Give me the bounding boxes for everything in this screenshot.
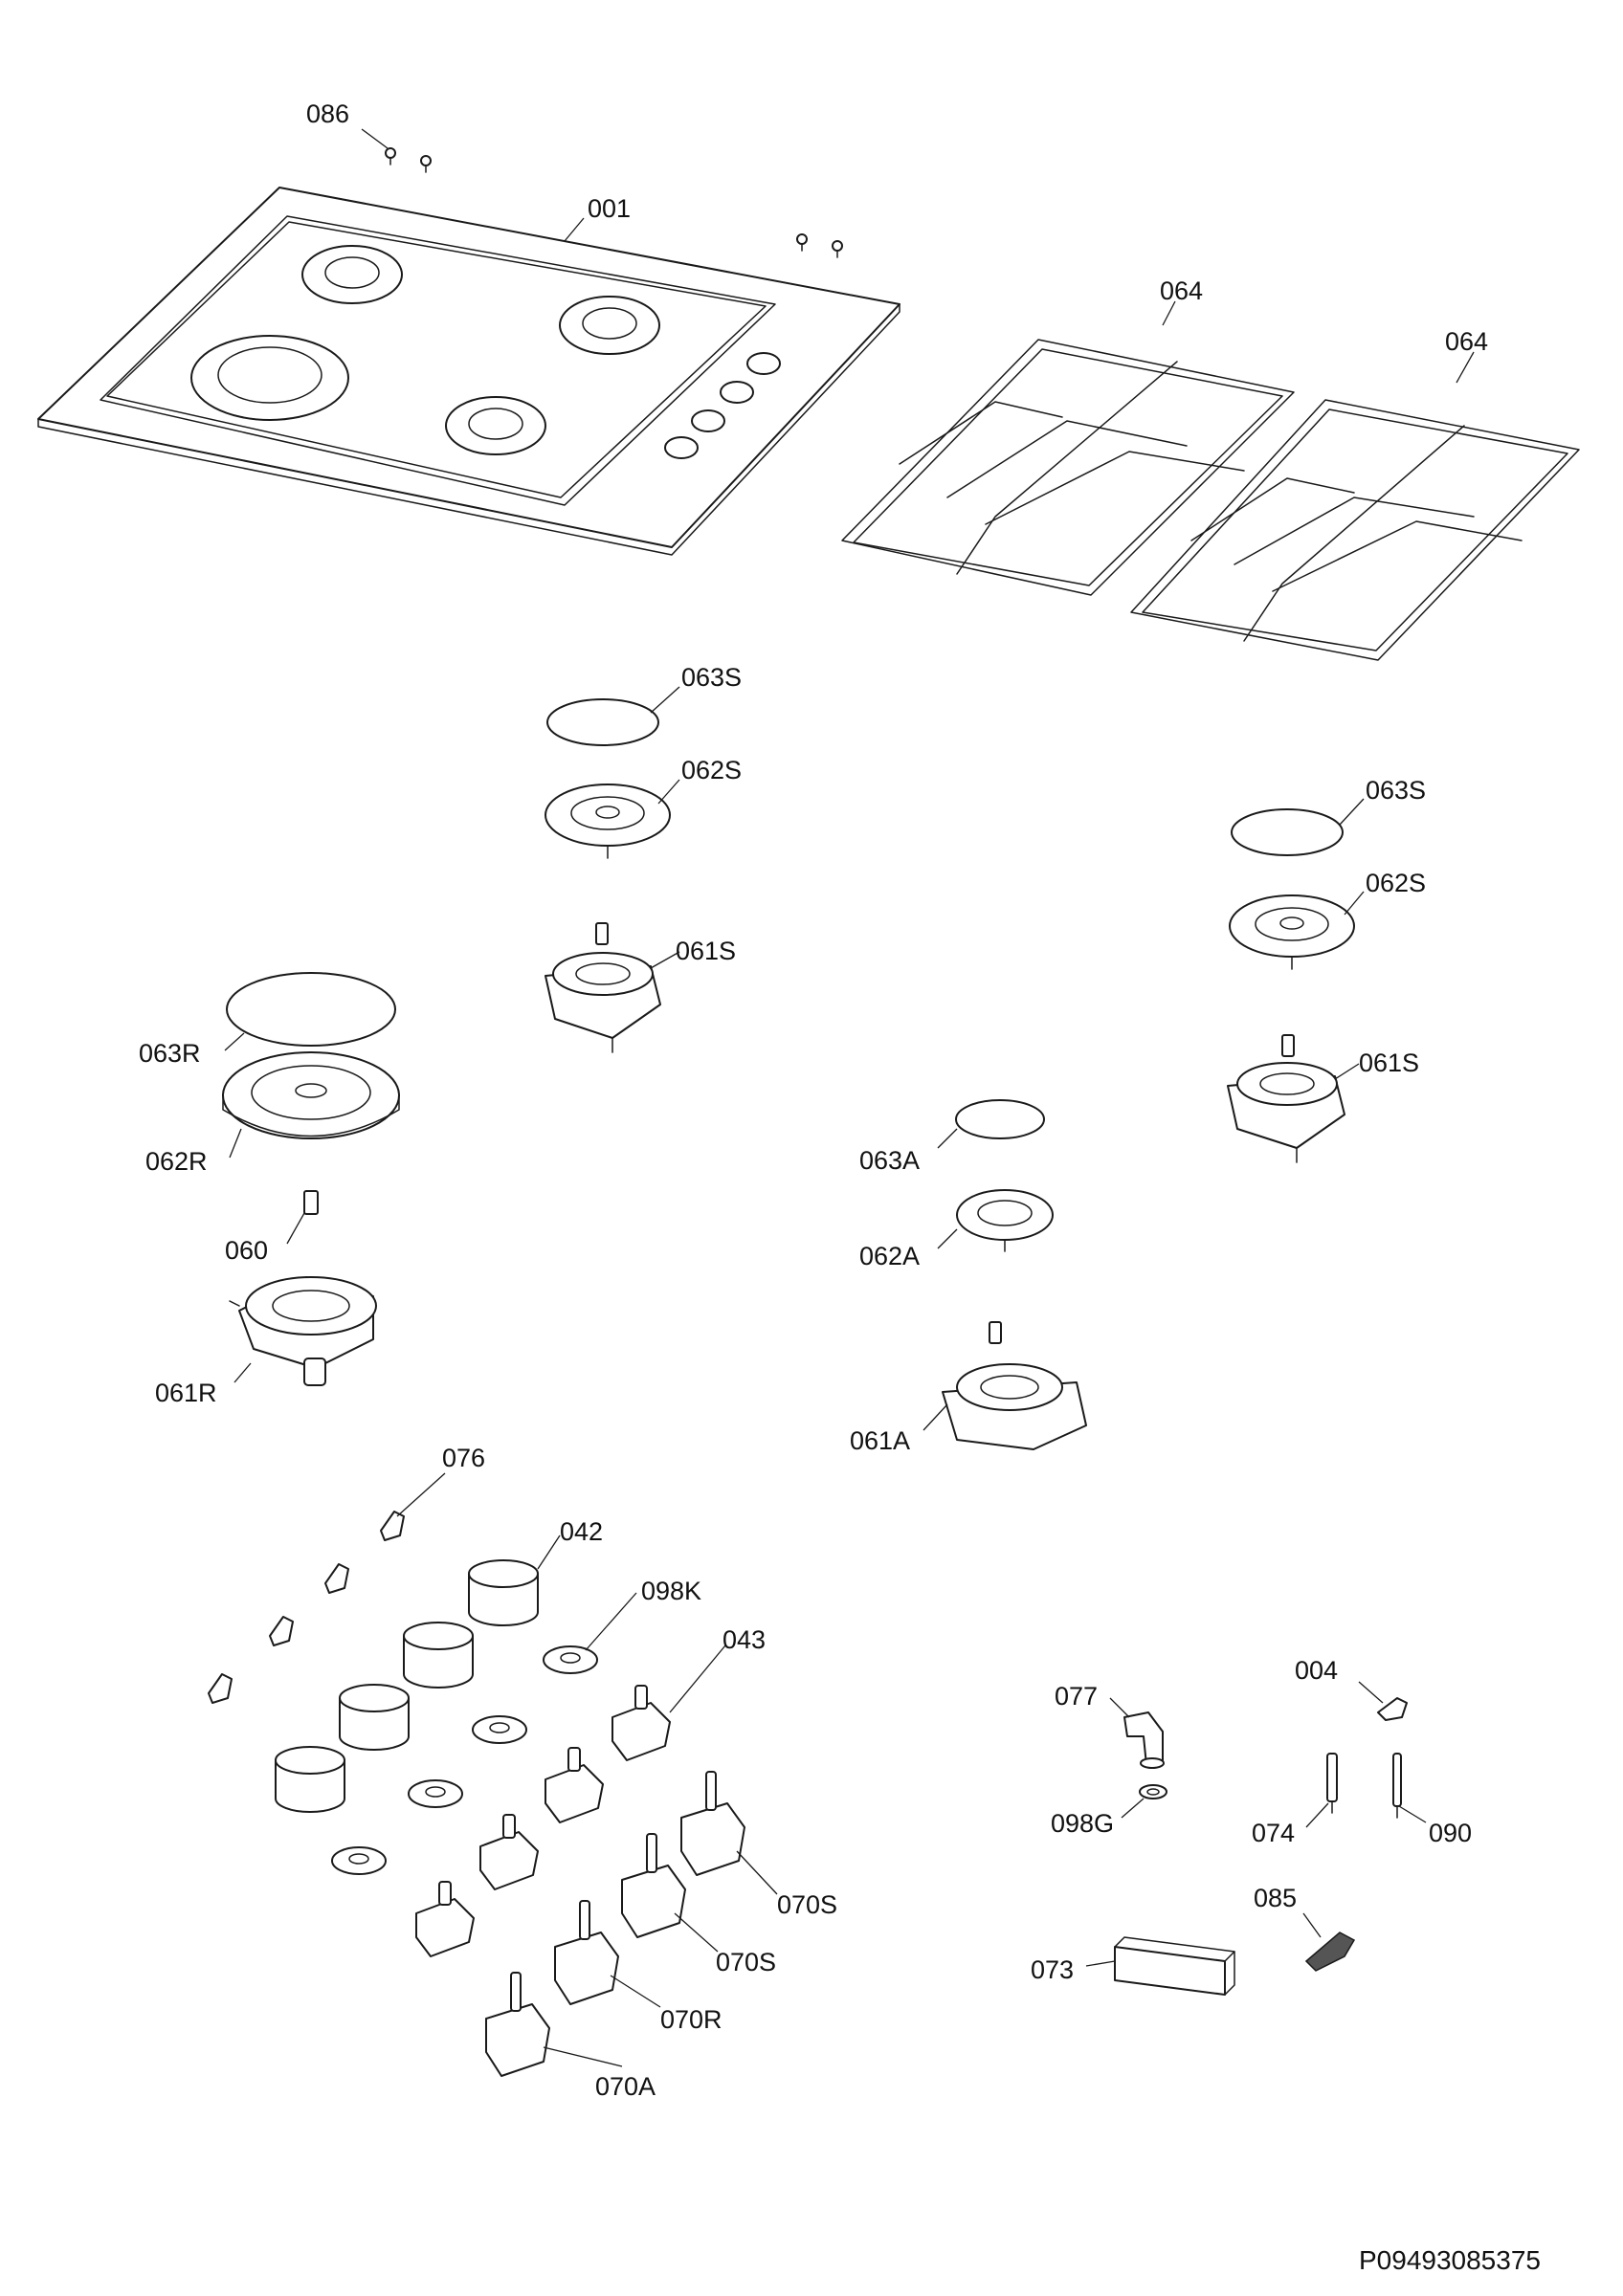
burner-cap-063a[interactable]: [955, 1099, 1045, 1139]
burner-crown-062s-top[interactable]: [545, 784, 671, 859]
label-076: 076: [442, 1444, 485, 1472]
label-085: 085: [1254, 1884, 1297, 1912]
hob-top-plate[interactable]: [37, 187, 900, 556]
injector-060[interactable]: [303, 1190, 319, 1215]
label-070s-a: 070S: [777, 1890, 837, 1919]
burner-base-061r[interactable]: [229, 1276, 377, 1386]
microswitches-043[interactable]: [415, 1685, 671, 1957]
label-098k: 098K: [641, 1577, 701, 1605]
label-061s-mid: 061S: [676, 937, 736, 965]
burner-base-061s-right[interactable]: [1227, 1034, 1345, 1163]
burner-cap-063r[interactable]: [226, 972, 396, 1047]
clips-076[interactable]: [208, 1511, 405, 1704]
gas-valves-070[interactable]: [485, 1771, 745, 2077]
label-098g: 098G: [1051, 1809, 1114, 1838]
burner-crown-062a[interactable]: [956, 1189, 1054, 1252]
label-060: 060: [225, 1236, 268, 1265]
label-043: 043: [723, 1625, 766, 1654]
burner-cap-063s-right[interactable]: [1231, 808, 1344, 856]
label-064-a: 064: [1160, 276, 1203, 305]
label-062s-right: 062S: [1366, 869, 1426, 897]
pan-support-left[interactable]: [841, 339, 1295, 596]
label-070s-b: 070S: [716, 1948, 776, 1976]
label-004: 004: [1295, 1656, 1338, 1685]
burner-base-061s-mid[interactable]: [545, 922, 661, 1053]
label-062s-top: 062S: [681, 756, 742, 784]
label-061r: 061R: [155, 1379, 217, 1407]
label-073: 073: [1031, 1955, 1074, 1984]
clip-004[interactable]: [1377, 1697, 1408, 1721]
part-085[interactable]: [1304, 1932, 1356, 1972]
drawing-code: P09493085375: [1359, 2245, 1541, 2275]
washer-098g[interactable]: [1139, 1784, 1167, 1799]
label-061a: 061A: [850, 1426, 910, 1455]
label-070a: 070A: [595, 2072, 656, 2101]
label-063r: 063R: [139, 1039, 201, 1068]
label-001: 001: [588, 194, 631, 223]
thermocouple-074[interactable]: [1326, 1753, 1338, 1814]
label-086: 086: [306, 99, 349, 128]
label-062a: 062A: [859, 1242, 920, 1270]
burner-cap-063s-top[interactable]: [546, 698, 659, 746]
part-labels: 086 001 064 064 063S 062S 063S 062S 061S…: [139, 99, 1488, 2101]
label-070r: 070R: [660, 2005, 723, 2034]
label-074: 074: [1252, 1819, 1295, 1847]
bezels-098k[interactable]: [331, 1645, 598, 1875]
label-077: 077: [1055, 1682, 1098, 1711]
ignition-generator-073[interactable]: [1114, 1936, 1235, 1996]
pan-support-right[interactable]: [1130, 399, 1580, 661]
burner-crown-062r[interactable]: [222, 1051, 400, 1139]
label-042: 042: [560, 1517, 603, 1546]
label-063s-top: 063S: [681, 663, 742, 692]
label-064-b: 064: [1445, 327, 1488, 356]
label-090: 090: [1429, 1819, 1472, 1847]
electrode-090[interactable]: [1392, 1753, 1402, 1819]
elbow-connector-077[interactable]: [1123, 1711, 1165, 1769]
label-063a: 063A: [859, 1146, 920, 1175]
fixing-screws[interactable]: [385, 147, 843, 258]
knobs-042[interactable]: [275, 1559, 539, 1813]
label-061s-right: 061S: [1359, 1049, 1419, 1077]
label-063s-right: 063S: [1366, 776, 1426, 805]
burner-crown-062s-right[interactable]: [1229, 894, 1355, 970]
leader-lines: [224, 128, 1475, 2067]
burner-base-061a[interactable]: [942, 1321, 1087, 1450]
label-062r: 062R: [145, 1147, 208, 1176]
